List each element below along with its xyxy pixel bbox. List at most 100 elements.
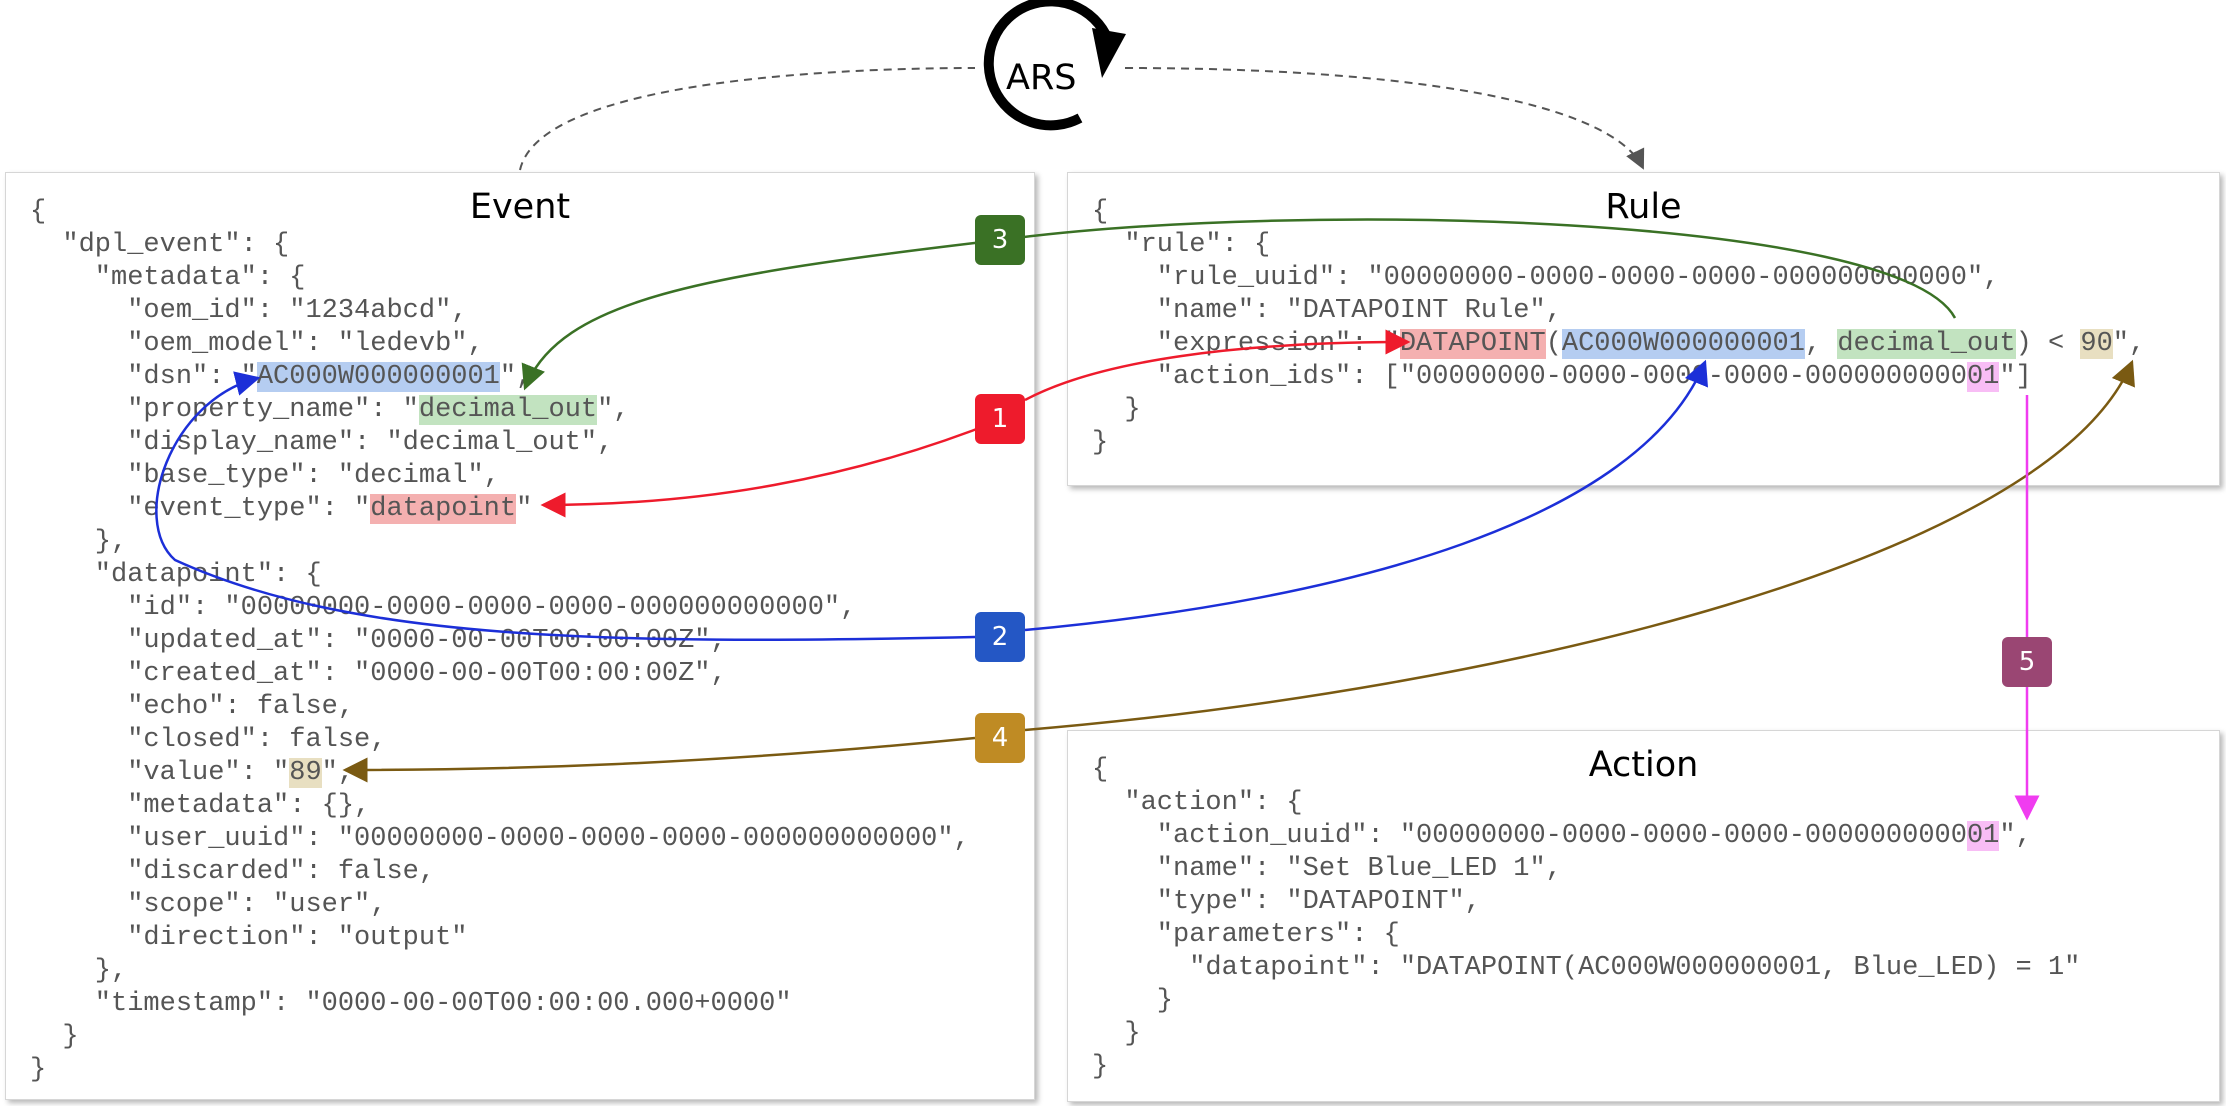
event-code-text: "updated_at": "0000-00-00T00:00:00Z", — [30, 626, 727, 656]
event-highlight-red: datapoint — [370, 494, 517, 524]
cycle-arrowhead-icon — [1092, 28, 1126, 78]
event-code-text: "event_type": " — [30, 494, 371, 524]
action-code-text: } — [1092, 1052, 1109, 1082]
event-code-text: "base_type": "decimal", — [30, 461, 500, 491]
action-code-line: "action_uuid": "00000000-0000-0000-0000-… — [1092, 820, 2080, 853]
event-code-text: ", — [321, 758, 355, 788]
rule-highlight-tan: 90 — [2080, 329, 2113, 359]
action-code-text: "name": "Set Blue_LED 1", — [1092, 854, 1562, 884]
rule-code-text: "name": "DATAPOINT Rule", — [1092, 296, 1562, 326]
action-highlight-pink: 01 — [1966, 821, 2000, 851]
rule-code-line: "action_ids": ["00000000-0000-0000-0000-… — [1092, 361, 2145, 394]
event-code-text: "user_uuid": "00000000-0000-0000-0000-00… — [30, 824, 970, 854]
badge-4: 4 — [975, 713, 1025, 763]
rule-code-line: } — [1092, 427, 2145, 460]
event-code-text: }, — [30, 527, 128, 557]
action-json-code: { "action": { "action_uuid": "00000000-0… — [1092, 754, 2080, 1084]
event-code-text: "scope": "user", — [30, 890, 387, 920]
event-code-line: "oem_model": "ledevb", — [30, 328, 970, 361]
action-code-text: "action_uuid": "00000000-0000-0000-0000-… — [1092, 821, 1967, 851]
event-code-text: } — [30, 1055, 47, 1085]
rule-code-text: } — [1092, 395, 1141, 425]
event-code-text: "direction": "output" — [30, 923, 468, 953]
event-code-line: "display_name": "decimal_out", — [30, 427, 970, 460]
event-code-line: "value": "89", — [30, 757, 970, 790]
rule-code-text: ) < — [2015, 329, 2081, 359]
action-code-line: { — [1092, 754, 2080, 787]
action-code-text: ", — [1999, 821, 2032, 851]
rule-code-text: "rule": { — [1092, 230, 1271, 260]
badge-1: 1 — [975, 394, 1025, 444]
cycle-arrow-icon — [983, 0, 1115, 131]
event-code-text: "dpl_event": { — [30, 230, 290, 260]
event-code-text: "timestamp": "0000-00-00T00:00:00.000+00… — [30, 989, 792, 1019]
event-code-line: "direction": "output" — [30, 922, 970, 955]
event-code-line: "created_at": "0000-00-00T00:00:00Z", — [30, 658, 970, 691]
event-code-line: "dsn": "AC000W000000001", — [30, 361, 970, 394]
action-code-text: } — [1092, 986, 1174, 1016]
event-highlight-blue: AC000W000000001 — [256, 362, 500, 392]
rule-code-line: { — [1092, 196, 2145, 229]
rule-panel: Rule { "rule": { "rule_uuid": "00000000-… — [1067, 172, 2220, 486]
event-code-text: "closed": false, — [30, 725, 387, 755]
event-highlight-green: decimal_out — [418, 395, 598, 425]
rule-code-line: "name": "DATAPOINT Rule", — [1092, 295, 2145, 328]
event-code-line: "datapoint": { — [30, 559, 970, 592]
event-code-line: "id": "00000000-0000-0000-0000-000000000… — [30, 592, 970, 625]
badge-5: 5 — [2002, 637, 2052, 687]
event-code-text: "display_name": "decimal_out", — [30, 428, 614, 458]
event-highlight-tan: 89 — [289, 758, 322, 788]
ars-dashed-arc-right — [1124, 67, 1645, 170]
event-code-line: "metadata": { — [30, 262, 970, 295]
event-code-text: "value": " — [30, 758, 290, 788]
ars-label: ARS — [1006, 58, 1077, 98]
rule-code-text: } — [1092, 428, 1109, 458]
rule-code-text: , — [1804, 329, 1838, 359]
event-code-text: "oem_id": "1234abcd", — [30, 296, 468, 326]
event-code-line: } — [30, 1021, 970, 1054]
event-code-text: } — [30, 1022, 79, 1052]
rule-code-text: "rule_uuid": "00000000-0000-0000-0000-00… — [1092, 263, 2000, 293]
action-code-text: "action": { — [1092, 788, 1303, 818]
event-code-line: "updated_at": "0000-00-00T00:00:00Z", — [30, 625, 970, 658]
event-code-text: "discarded": false, — [30, 857, 436, 887]
event-code-line: "discarded": false, — [30, 856, 970, 889]
event-code-text: ", — [597, 395, 630, 425]
event-code-text: "datapoint": { — [30, 560, 322, 590]
action-code-text: "datapoint": "DATAPOINT(AC000W000000001,… — [1092, 953, 2081, 983]
action-code-line: "name": "Set Blue_LED 1", — [1092, 853, 2080, 886]
event-code-text: "dsn": " — [30, 362, 257, 392]
rule-code-line: } — [1092, 394, 2145, 427]
action-code-line: "parameters": { — [1092, 919, 2080, 952]
event-code-line: "event_type": "datapoint" — [30, 493, 970, 526]
rule-code-text: ", — [2112, 329, 2146, 359]
action-code-line: "type": "DATAPOINT", — [1092, 886, 2080, 919]
event-code-text: "created_at": "0000-00-00T00:00:00Z", — [30, 659, 727, 689]
action-code-line: "action": { — [1092, 787, 2080, 820]
event-code-line: "oem_id": "1234abcd", — [30, 295, 970, 328]
event-code-text: "oem_model": "ledevb", — [30, 329, 484, 359]
rule-highlight-blue: AC000W000000001 — [1561, 329, 1805, 359]
action-title: Action — [1588, 745, 1699, 785]
event-code-line: "base_type": "decimal", — [30, 460, 970, 493]
event-code-text: "echo": false, — [30, 692, 355, 722]
event-code-line: "metadata": {}, — [30, 790, 970, 823]
action-code-line: "datapoint": "DATAPOINT(AC000W000000001,… — [1092, 952, 2080, 985]
event-code-text: " — [516, 494, 533, 524]
event-code-line: }, — [30, 526, 970, 559]
event-code-text: "metadata": {}, — [30, 791, 371, 821]
event-code-line: "dpl_event": { — [30, 229, 970, 262]
event-code-line: { — [30, 196, 970, 229]
event-code-line: "timestamp": "0000-00-00T00:00:00.000+00… — [30, 988, 970, 1021]
event-code-text: ", — [499, 362, 533, 392]
event-code-text: "property_name": " — [30, 395, 419, 425]
rule-code-line: "rule": { — [1092, 229, 2145, 262]
action-code-line: } — [1092, 985, 2080, 1018]
rule-code-text: ( — [1545, 329, 1562, 359]
event-code-line: "closed": false, — [30, 724, 970, 757]
action-code-text: } — [1092, 1019, 1141, 1049]
event-code-line: "property_name": "decimal_out", — [30, 394, 970, 427]
ars-dashed-arc — [519, 67, 976, 171]
action-code-line: } — [1092, 1051, 2080, 1084]
